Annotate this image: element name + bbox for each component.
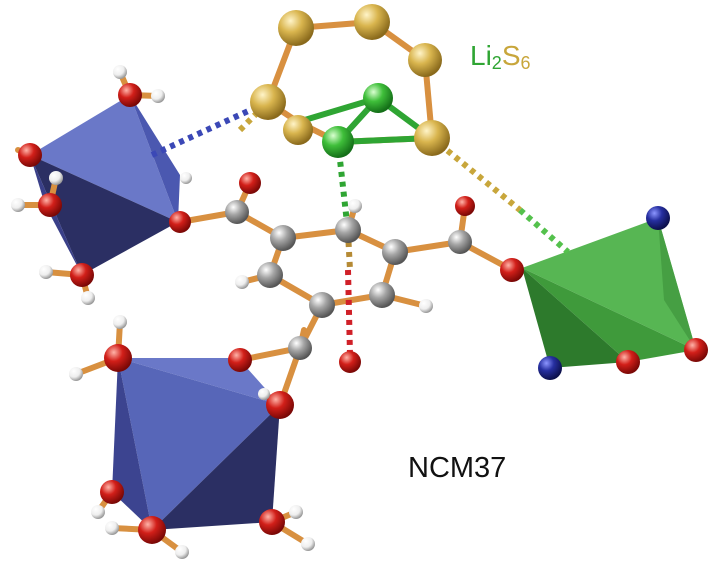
li2s6-label: Li2S6 [470,40,531,74]
carbon-atoms [225,200,472,360]
s-text: S [501,40,521,71]
hydrogen-atoms [11,65,433,559]
blue-polyhedron-bottom [112,358,280,530]
interaction-blue [150,99,270,158]
green-polyhedron [522,218,696,368]
lithium-atoms [322,83,393,158]
li-text: Li [470,40,492,71]
s-subscript: 6 [520,53,531,73]
sulfur-atoms [250,4,450,156]
nitrogen-atoms [538,206,670,380]
interaction-gold [345,231,353,271]
ncm37-label: NCM37 [408,452,507,484]
oxygen-atoms [18,83,708,544]
interaction-red [345,269,353,356]
li-subscript: 2 [491,53,502,73]
interaction-yellow-right [430,135,522,213]
interaction-green-right [518,207,570,255]
